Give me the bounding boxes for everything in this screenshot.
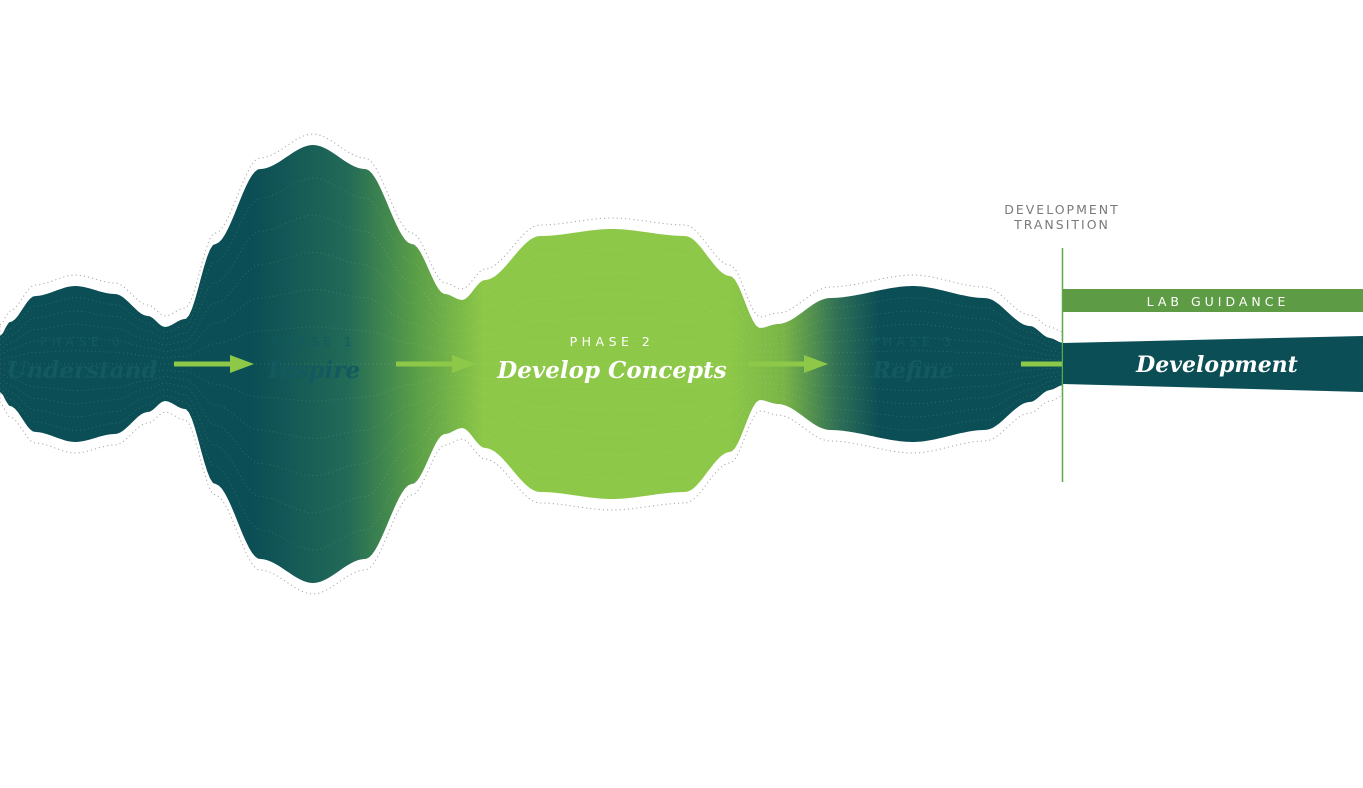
transition-label-line-1: DEVELOPMENT xyxy=(1004,202,1120,217)
phase-3-label: PHASE 3 xyxy=(871,334,956,349)
phase-1-group[interactable]: PHASE 1 Inspire xyxy=(267,334,360,384)
flow-line xyxy=(0,326,1061,361)
phase-0-label: PHASE 0 xyxy=(40,334,125,349)
phase-1-label: PHASE 1 xyxy=(272,334,357,349)
arrow-right-icon xyxy=(748,355,828,373)
phase-1-title: Inspire xyxy=(267,357,360,384)
lab-guidance-bar xyxy=(1063,289,1363,312)
phase-2-title: Develop Concepts xyxy=(496,357,726,384)
flow-line xyxy=(0,374,1061,477)
flow-line xyxy=(0,371,1061,439)
phase-2-label: PHASE 2 xyxy=(570,334,655,349)
arrow-right-icon xyxy=(174,355,254,373)
phase-blob-shape xyxy=(0,145,1062,583)
flow-lines xyxy=(0,177,1061,551)
development-band xyxy=(1063,336,1363,392)
transition-label-line-2: TRANSITION xyxy=(1013,217,1110,232)
flow-line xyxy=(0,177,1061,346)
phase-3-title: Refine xyxy=(871,357,954,384)
development-title[interactable]: Development xyxy=(1135,352,1298,378)
phase-2-group[interactable]: PHASE 2 Develop Concepts xyxy=(496,334,726,384)
flow-line xyxy=(0,289,1061,357)
phase-3-group[interactable]: PHASE 3 Refine xyxy=(871,334,956,384)
phase-0-title: Understand xyxy=(7,357,158,384)
flow-line xyxy=(0,251,1061,354)
arrow-right-icon xyxy=(396,355,476,373)
flow-line xyxy=(0,382,1061,551)
lab-guidance-label: LAB GUIDANCE xyxy=(1147,294,1290,309)
phase-0-group[interactable]: PHASE 0 Understand xyxy=(7,334,158,384)
flow-line xyxy=(0,367,1061,402)
